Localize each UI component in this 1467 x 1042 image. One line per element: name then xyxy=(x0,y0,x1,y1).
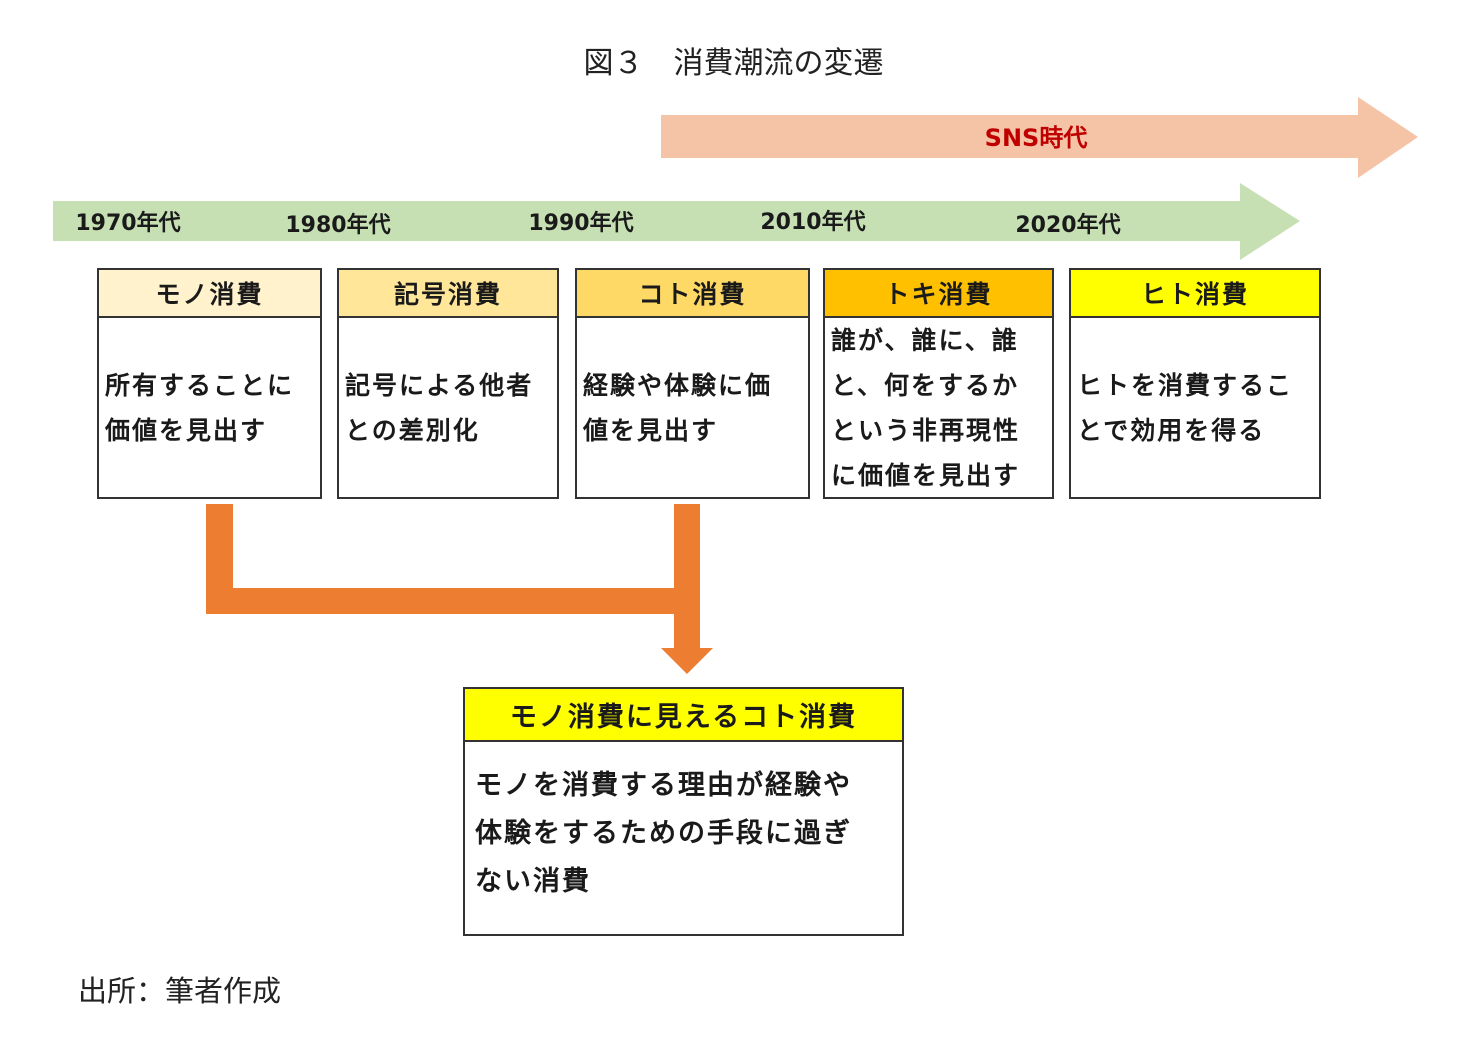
stage-description-line: 誰が、誰に、誰 xyxy=(831,325,1019,355)
stage-box: モノ消費所有することに価値を見出す xyxy=(97,268,322,499)
result-line: ない消費 xyxy=(475,866,591,897)
result-box: モノ消費に見えるコト消費 モノを消費する理由が経験や 体験をするための手段に過ぎ… xyxy=(463,687,904,936)
stage-description: 誰が、誰に、誰と、何をするかという非再現性に価値を見出す xyxy=(825,318,1052,497)
stage-description: 所有することに価値を見出す xyxy=(99,318,320,497)
stage-description: 記号による他者との差別化 xyxy=(339,318,557,497)
stage-title: 記号消費 xyxy=(339,270,557,318)
source-note: 出所：筆者作成 xyxy=(78,974,282,1008)
stage-title: コト消費 xyxy=(577,270,808,318)
stage-description-line: に価値を見出す xyxy=(831,460,1021,490)
stage-description: 経験や体験に価値を見出す xyxy=(577,318,808,497)
connector-arrowhead xyxy=(661,648,713,674)
stage-description-line: 値を見出す xyxy=(583,415,719,445)
stage-box: トキ消費誰が、誰に、誰と、何をするかという非再現性に価値を見出す xyxy=(823,268,1054,499)
decade-labels: 1970年代 1980年代 1990年代 2010年代 2020年代 xyxy=(75,209,1120,238)
decade-label: 1990年代 xyxy=(528,210,633,236)
sns-era-arrow xyxy=(661,97,1418,178)
stage-description-line: 所有することに xyxy=(105,370,295,400)
stage-title: トキ消費 xyxy=(825,270,1052,318)
result-title: モノ消費に見えるコト消費 xyxy=(465,689,902,742)
connector-horizontal-bar xyxy=(206,588,700,614)
stage-description-line: と、何をするか xyxy=(831,370,1020,400)
stage-description-line: という非再現性 xyxy=(831,415,1021,445)
decade-label: 1980年代 xyxy=(285,212,390,238)
stage-description: ヒトを消費することで効用を得る xyxy=(1071,318,1319,497)
decade-label: 1970年代 xyxy=(75,210,180,236)
sns-era-label: SNS時代 xyxy=(985,124,1088,152)
stage-description-line: とで効用を得る xyxy=(1077,415,1266,445)
stage-description-line: との差別化 xyxy=(345,415,480,445)
stage-description-line: 価値を見出す xyxy=(105,415,268,445)
stage-box: 記号消費記号による他者との差別化 xyxy=(337,268,559,499)
stage-description-line: ヒトを消費するこ xyxy=(1077,370,1294,400)
decade-label: 2020年代 xyxy=(1015,212,1120,238)
result-line: モノを消費する理由が経験や xyxy=(475,770,852,801)
timeline-arrow xyxy=(53,183,1300,260)
figure-title: 図３ 消費潮流の変遷 xyxy=(583,46,884,81)
stage-description-line: 記号による他者 xyxy=(345,370,534,400)
connector-right-leg xyxy=(674,504,700,654)
result-description: モノを消費する理由が経験や 体験をするための手段に過ぎ ない消費 xyxy=(465,742,902,934)
connector-arrow xyxy=(206,504,713,674)
result-line: 体験をするための手段に過ぎ xyxy=(475,818,852,849)
stage-title: モノ消費 xyxy=(99,270,320,318)
stage-box: ヒト消費ヒトを消費することで効用を得る xyxy=(1069,268,1321,499)
stage-box: コト消費経験や体験に価値を見出す xyxy=(575,268,810,499)
stage-description-line: 経験や体験に価 xyxy=(583,370,773,400)
stage-title: ヒト消費 xyxy=(1071,270,1319,318)
decade-label: 2010年代 xyxy=(760,209,865,235)
